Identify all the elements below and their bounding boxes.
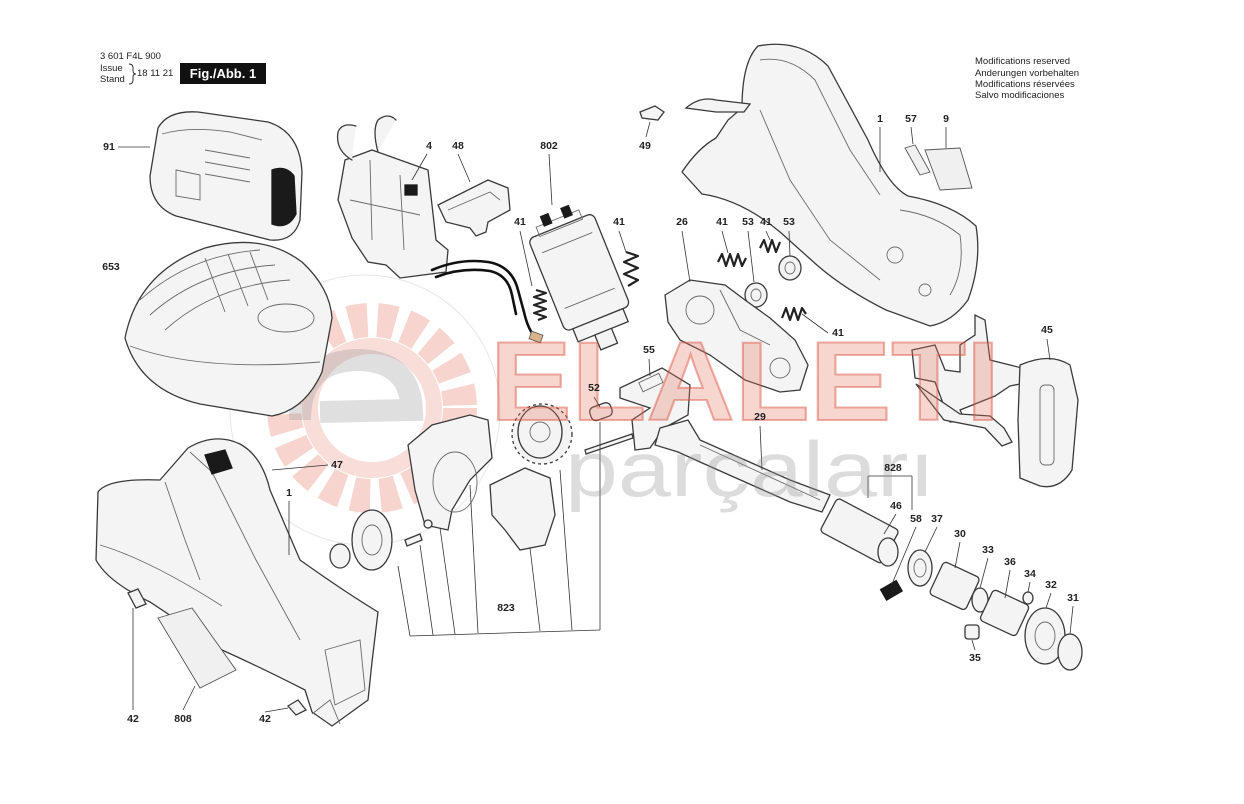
- callout-36: 36: [1004, 556, 1016, 568]
- callout-42-left: 42: [127, 713, 139, 725]
- motor-wire: [430, 259, 544, 344]
- part-number: 3 601 F4L 900: [100, 51, 161, 62]
- switch-module: [336, 115, 449, 279]
- spring: [759, 238, 782, 254]
- callout-53-a: 53: [742, 216, 754, 228]
- callout-4: 4: [426, 140, 432, 152]
- spring: [622, 250, 640, 287]
- callout-35: 35: [969, 652, 981, 664]
- callout-808: 808: [174, 713, 192, 725]
- callout-42-right: 42: [259, 713, 271, 725]
- callout-41-e: 41: [832, 327, 844, 339]
- battery-pack: [149, 111, 303, 241]
- callout-33: 33: [982, 544, 994, 556]
- header-brace: [128, 63, 137, 85]
- type-plate: [904, 144, 973, 191]
- callout-828: 828: [884, 462, 902, 474]
- terminal-cover: [437, 179, 511, 237]
- blade-clamp-lever: [639, 105, 665, 121]
- callout-53-b: 53: [783, 216, 795, 228]
- screw-left: [127, 588, 147, 609]
- callout-802: 802: [540, 140, 558, 152]
- callout-57: 57: [905, 113, 917, 125]
- notice-de: Anderungen vorbehalten: [975, 68, 1080, 79]
- watermark-tagline: parçaları: [565, 425, 935, 513]
- bracket: [619, 367, 691, 451]
- callout-41-d: 41: [760, 216, 772, 228]
- notice-es: Salvo modificaciones: [975, 90, 1065, 101]
- callout-48: 48: [452, 140, 464, 152]
- spring: [532, 288, 548, 322]
- callout-55: 55: [643, 344, 655, 356]
- spring-group: [532, 238, 807, 322]
- notice-fr: Modifications réservées: [975, 79, 1075, 90]
- callout-26: 26: [676, 216, 688, 228]
- callout-52: 52: [588, 382, 600, 394]
- figure-label: Fig./Abb. 1: [180, 63, 266, 84]
- plunger-bearing-chain: [820, 498, 1083, 671]
- callout-653: 653: [102, 261, 120, 273]
- callout-1-left: 1: [286, 487, 292, 499]
- callout-46: 46: [890, 500, 902, 512]
- callout-41-c: 41: [716, 216, 728, 228]
- notice-en: Modifications reserved: [975, 56, 1071, 67]
- gear-housing: [664, 279, 809, 393]
- callout-29: 29: [754, 411, 766, 423]
- callout-91: 91: [103, 141, 115, 153]
- spring: [717, 252, 747, 268]
- screw-right: [286, 699, 308, 716]
- spring: [780, 306, 807, 322]
- callout-1-right: 1: [877, 113, 883, 125]
- issue-label: Issue: [100, 63, 123, 74]
- callout-823: 823: [497, 602, 515, 614]
- callout-41-b: 41: [613, 216, 625, 228]
- label-sheet: [157, 607, 237, 689]
- plunger: [654, 419, 831, 513]
- callout-31: 31: [1067, 592, 1079, 604]
- guide-frame: [911, 313, 1079, 488]
- charger-cover: [124, 241, 333, 417]
- callout-9: 9: [943, 113, 949, 125]
- callout-30: 30: [954, 528, 966, 540]
- gear-set: [329, 403, 573, 571]
- leader-lines: [118, 121, 1074, 713]
- housing-half-left: [95, 438, 379, 727]
- issue-date: 18 11 21: [137, 68, 174, 79]
- callout-58: 58: [910, 513, 922, 525]
- washer-group: [744, 255, 802, 308]
- callout-34: 34: [1024, 568, 1036, 580]
- housing-half-right: [681, 43, 979, 327]
- stand-label: Stand: [100, 74, 125, 85]
- watermark-brand: ELALETI: [490, 319, 1000, 444]
- motor: [529, 204, 630, 351]
- callout-41-a: 41: [514, 216, 526, 228]
- callout-49: 49: [639, 140, 651, 152]
- callout-32: 32: [1045, 579, 1057, 591]
- callout-45: 45: [1041, 324, 1053, 336]
- callout-47: 47: [331, 459, 343, 471]
- callout-37: 37: [931, 513, 943, 525]
